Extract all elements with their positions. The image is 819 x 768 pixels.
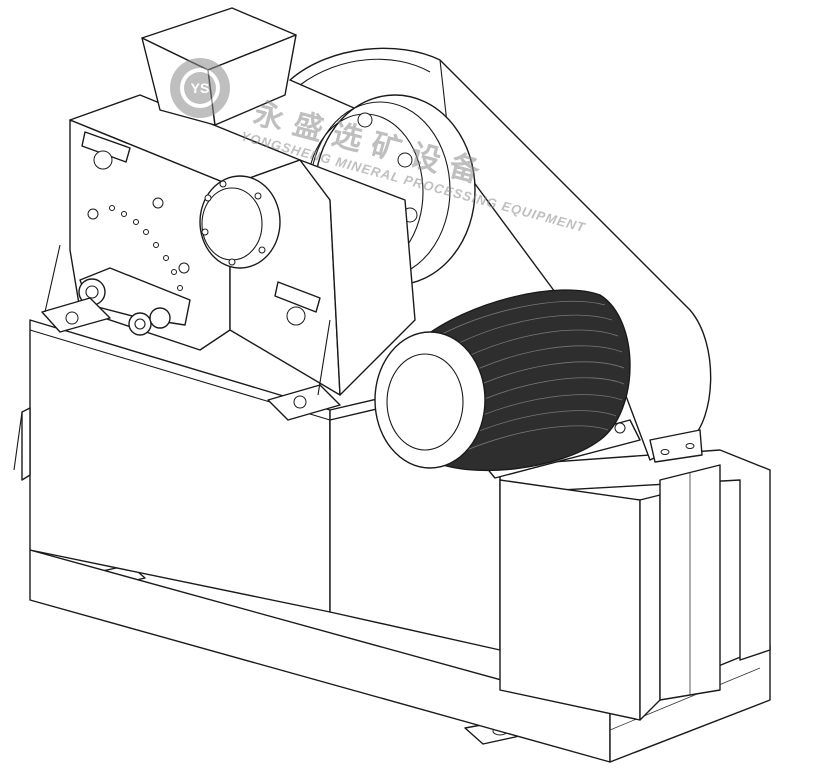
watermark-logo-text: YS — [191, 80, 210, 96]
base-frame — [29, 449, 771, 763]
ys-logo-icon: YS — [170, 58, 230, 118]
electric-motor — [374, 289, 641, 479]
